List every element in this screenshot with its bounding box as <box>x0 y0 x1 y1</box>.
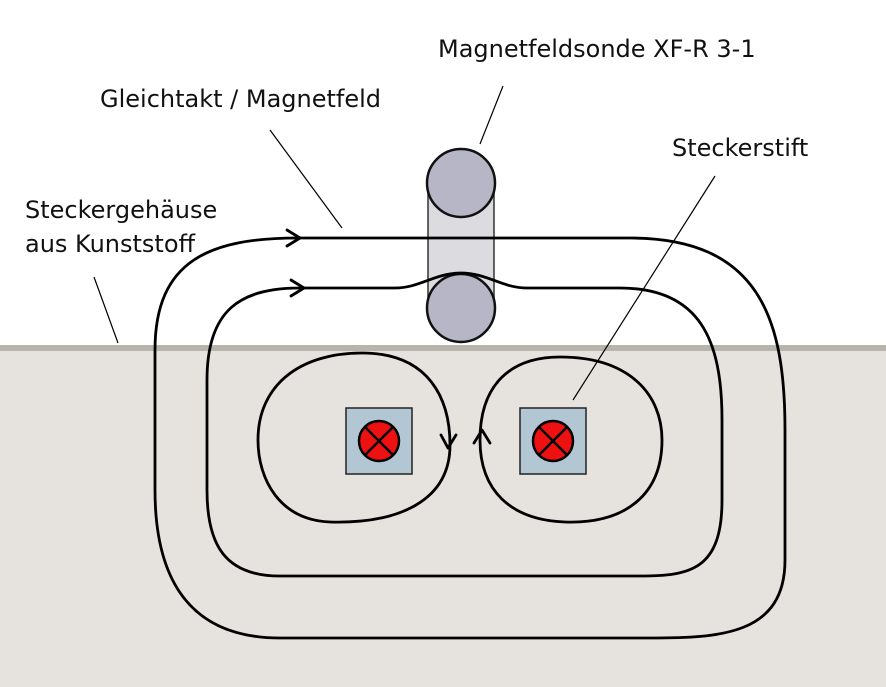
field-loop-left <box>256 351 452 524</box>
circle-cross-icon <box>531 419 575 463</box>
field-line-outer <box>153 236 787 640</box>
arrow-icon-left-loop <box>439 433 458 450</box>
circle-cross-icon <box>357 419 401 463</box>
arrow-icon-right-loop <box>472 428 492 445</box>
connector-pin-right <box>519 407 587 475</box>
field-loop-right <box>478 355 664 524</box>
arrow-icon-outer <box>285 228 302 248</box>
probe-top-winding <box>425 147 497 219</box>
label-probe: Magnetfeldsonde XF-R 3-1 <box>438 35 756 63</box>
leader-line-housing <box>93 276 119 344</box>
leader-line-field <box>269 129 343 229</box>
housing-edge <box>0 345 886 351</box>
label-housing-line2: aus Kunststoff <box>25 230 196 258</box>
leader-line-pin <box>572 175 716 401</box>
label-field: Gleichtakt / Magnetfeld <box>100 85 382 113</box>
label-housing-line1: Steckergehäuse <box>25 196 218 224</box>
label-pin: Steckerstift <box>672 134 809 162</box>
connector-pin-left <box>345 407 413 475</box>
probe-bottom-winding <box>425 272 497 344</box>
leader-line-probe <box>479 85 504 145</box>
arrow-icon-middle <box>289 278 306 298</box>
connector-housing <box>0 348 886 687</box>
magnetic-field-probe <box>425 147 497 344</box>
field-line-middle <box>205 271 724 578</box>
